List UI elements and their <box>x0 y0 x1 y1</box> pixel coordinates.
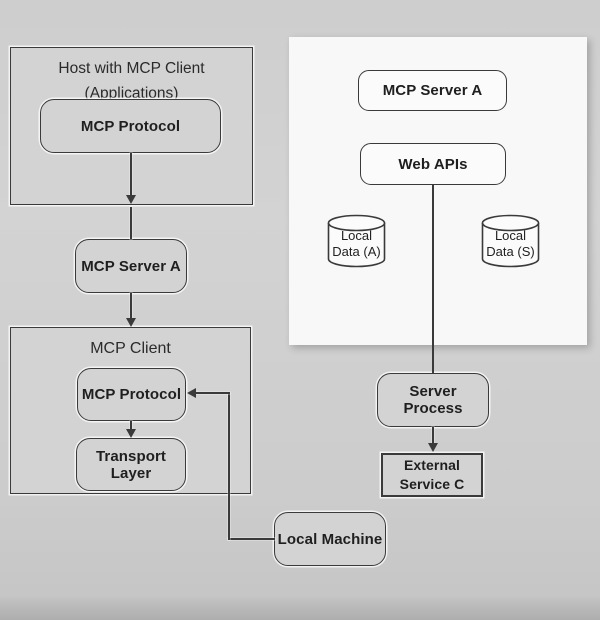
local-data-s-line2: Data (S) <box>486 244 535 259</box>
database-icon <box>327 214 386 268</box>
transport-layer-label: Transport Layer <box>95 447 167 482</box>
local-data-s-line1: Local <box>494 228 527 243</box>
host-mcp-protocol-label: MCP Protocol <box>80 117 181 135</box>
external-service-line1: External <box>403 457 461 473</box>
client-mcp-protocol-label: MCP Protocol <box>81 386 182 403</box>
server-process-label: Server Process <box>403 383 463 417</box>
local-data-a-line2: Data (A) <box>332 244 381 259</box>
server-process-node: Server Process <box>377 373 489 427</box>
mcp-server-a-node: MCP Server A <box>75 239 187 293</box>
transport-layer-node: Transport Layer <box>76 438 186 491</box>
connector-protocol-to-hostedge <box>130 153 132 195</box>
arrowhead-down-icon <box>126 429 136 438</box>
arrowhead-left-icon <box>187 388 196 398</box>
local-data-s-cylinder: Local Data (S) <box>481 214 540 268</box>
arrowhead-down-icon <box>428 443 438 452</box>
database-icon <box>481 214 540 268</box>
connector-servera-to-client <box>130 293 132 318</box>
local-data-a-label: Local Data (A) <box>327 228 386 260</box>
host-mcp-protocol-node: MCP Protocol <box>40 99 221 153</box>
client-mcp-protocol-node: MCP Protocol <box>77 368 186 421</box>
arrowhead-down-icon <box>126 195 136 204</box>
host-title-line2: (Applications) <box>84 85 179 102</box>
web-apis-label: Web APIs <box>398 155 468 173</box>
connector-localmachine-vertical <box>228 393 230 540</box>
local-machine-label: Local Machine <box>277 530 383 548</box>
connector-protocol-to-transport <box>130 421 132 430</box>
mcp-server-a-label: MCP Server A <box>81 257 181 275</box>
web-apis-node: Web APIs <box>360 143 506 185</box>
external-service-line2: Service C <box>399 476 465 492</box>
connector-localmachine-to-protocol <box>195 392 230 394</box>
mcp-client-title: MCP Client <box>90 340 171 357</box>
external-service-node: External Service C <box>381 453 483 497</box>
connector-webapis-to-serverprocess <box>432 185 434 373</box>
local-machine-node: Local Machine <box>274 512 386 566</box>
connector-host-to-servera <box>130 207 132 239</box>
connector-localmachine-horizontal <box>228 538 275 540</box>
local-data-a-cylinder: Local Data (A) <box>327 214 386 268</box>
panel-mcp-server-a-label: MCP Server A <box>382 82 483 99</box>
local-data-s-label: Local Data (S) <box>481 228 540 260</box>
panel-mcp-server-a-node: MCP Server A <box>358 70 507 111</box>
host-title-line1: Host with MCP Client <box>58 60 205 77</box>
arrowhead-down-icon <box>126 318 136 327</box>
connector-serverprocess-to-external <box>432 427 434 444</box>
local-data-a-line1: Local <box>340 228 373 243</box>
host-title: Host with MCP Client (Applications) <box>11 48 252 106</box>
